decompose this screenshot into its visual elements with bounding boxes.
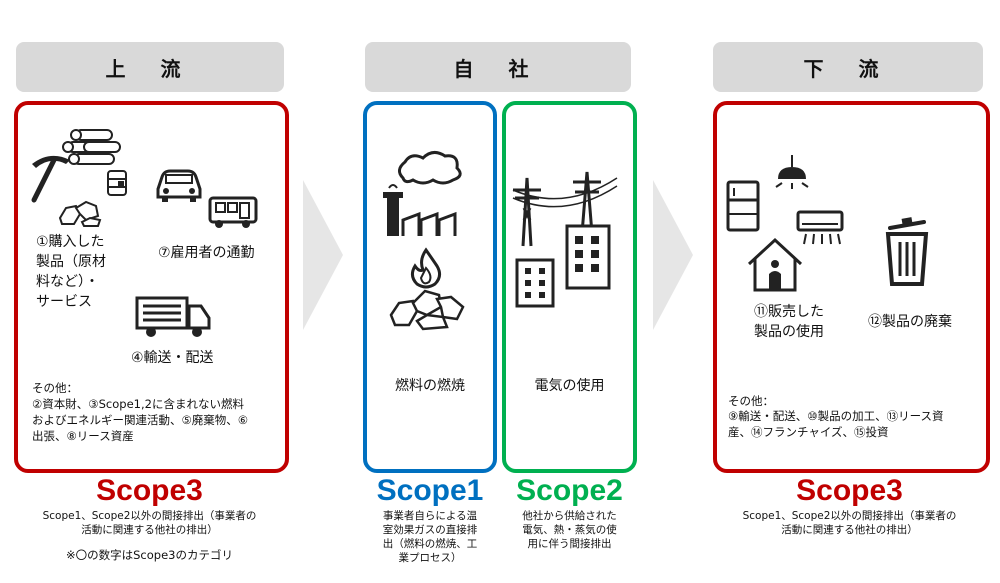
category-12-label: ⑫製品の廃棄 [868,314,952,330]
scope3-downstream-title: Scope3 [796,474,903,507]
refrigerator-icon [726,180,760,232]
upstream-box [14,101,289,473]
downstream-box [713,101,990,473]
scope3-upstream-note: Scope1、Scope2以外の間接排出（事業者の 活動に関連する他社の排出） [42,510,257,536]
logs-icon [62,129,121,165]
scope2-label: 電気の使用 [534,378,605,394]
factory-icon [383,151,462,236]
lamp-icon [775,155,809,189]
arrow-right-1 [303,180,343,330]
scope3-downstream-note: Scope1、Scope2以外の間接排出（事業者の 活動に関連する他社の排出） [742,510,957,536]
ore-icon [58,200,102,227]
scope1-note: 事業者自らによる温 室効果ガスの直接排 出（燃料の燃焼、工 業プロセス） [382,510,478,564]
pickaxe-icon [31,155,70,203]
downstream-others-list: ⑨輸送・配送、⑩製品の加工、⑬リース資 産、⑭フランチャイズ、⑮投資 [728,409,944,439]
coal-icon [389,289,465,331]
upstream-others-list: ②資本財、③Scope1,2に含まれない燃料 およびエネルギー関連活動、⑤廃棄物… [32,397,249,443]
scope1-label: 燃料の燃焼 [395,378,465,394]
scope3-upstream-title: Scope3 [96,474,203,507]
house-icon [747,237,803,292]
scope2-note: 他社から供給された 電気、熱・蒸気の使 用に伴う間接排出 [522,510,617,550]
category-7-label: ⑦雇用者の通勤 [158,245,255,261]
power-tower-icon [512,171,618,247]
trash-can-icon [885,217,929,286]
truck-icon [135,296,211,337]
downstream-header: 下 流 [713,42,983,92]
category-11-label: ⑪販売した 製品の使用 [754,304,824,340]
scope2-title: Scope2 [516,474,623,507]
upstream-header: 上 流 [16,42,284,92]
downstream-others-title: その他： [728,394,774,408]
category-4-label: ④輸送・配送 [131,350,214,366]
arrow-right-2 [653,180,693,330]
air-conditioner-icon [796,210,844,245]
company-header: 自 社 [365,42,631,92]
upstream-others-title: その他： [32,381,78,395]
fire-icon [410,247,442,289]
building-icon [515,224,611,308]
category-footnote: ※〇の数字はScope3のカテゴリ [66,548,233,562]
category-1-label: ①購入した 製品（原材 料など）・ サービス [36,234,106,310]
barrel-icon [107,170,127,196]
scope1-title: Scope1 [376,474,484,507]
bus-icon [208,196,258,228]
car-icon [156,169,202,202]
